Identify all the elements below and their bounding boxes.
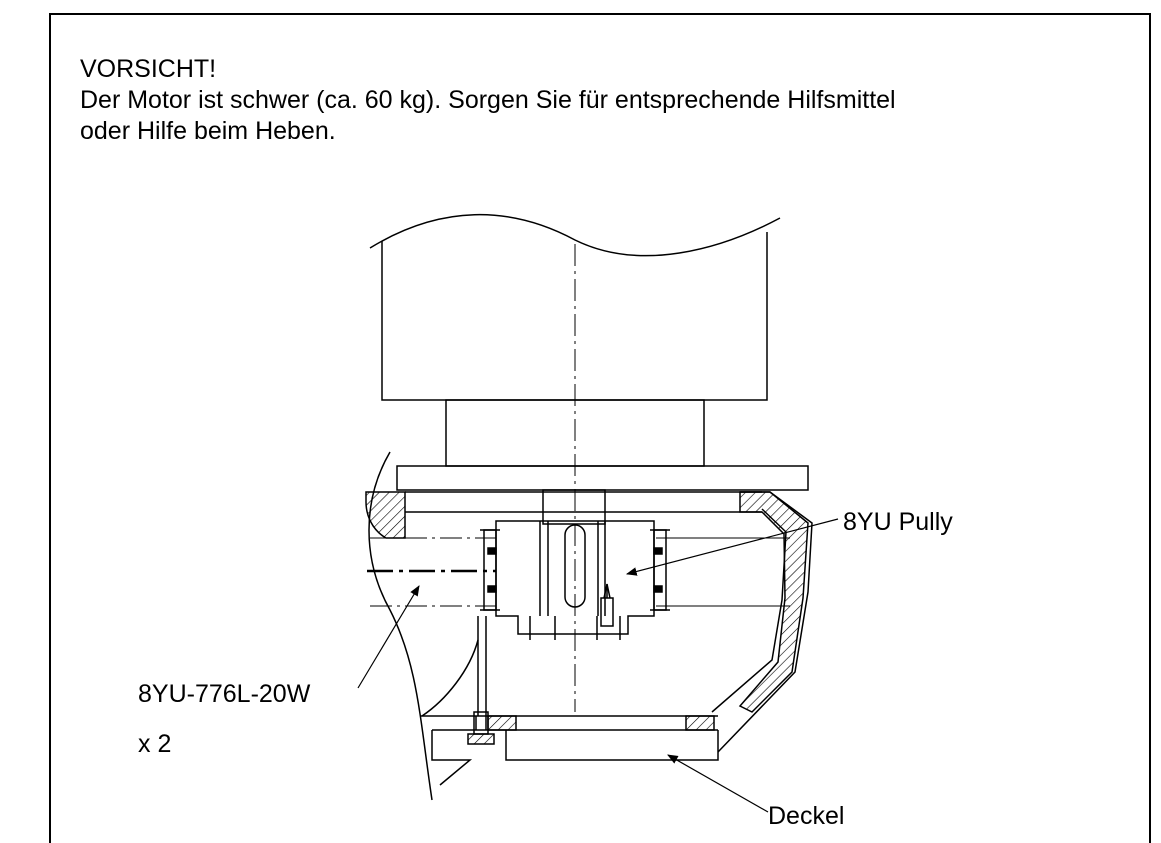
- housing-section-right: [738, 491, 809, 713]
- warning-text-block: VORSICHT! Der Motor ist schwer (ca. 60 k…: [80, 54, 1140, 147]
- label-belt-part: 8YU-776L-20W: [138, 680, 311, 708]
- warning-line-2: oder Hilfe beim Heben.: [80, 117, 336, 145]
- leader-cover: [667, 754, 769, 813]
- label-belt-qty: x 2: [138, 730, 171, 758]
- drawing-frame: [49, 13, 1151, 843]
- base-section-right: [685, 715, 715, 731]
- motor-break-line: [369, 214, 781, 257]
- warning-line-1: Der Motor ist schwer (ca. 60 kg). Sorgen…: [80, 86, 896, 114]
- base-section-left: [487, 715, 517, 731]
- leader-belt: [357, 585, 420, 689]
- motor-flange: [396, 465, 809, 491]
- label-pulley: 8YU Pully: [843, 508, 953, 536]
- leader-pulley: [625, 518, 839, 576]
- housing-section-left: [365, 491, 406, 539]
- cover-plate: [505, 730, 719, 761]
- warning-heading: VORSICHT!: [80, 55, 217, 83]
- label-cover: Deckel: [768, 802, 844, 827]
- shaft-keyway: [564, 524, 586, 608]
